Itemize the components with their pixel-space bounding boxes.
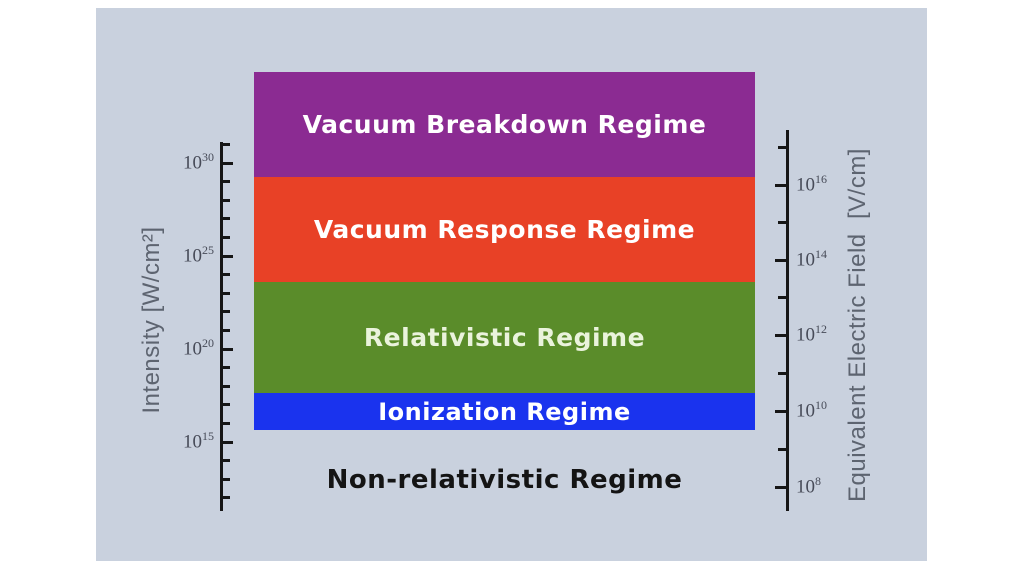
axis-tick-minor — [222, 478, 230, 481]
band-label-vacuum-response: Vacuum Response Regime — [313, 215, 696, 244]
axis-tick-major — [222, 255, 233, 258]
axis-tick-major — [775, 334, 786, 337]
axis-tick-minor — [778, 296, 786, 299]
slide-background: 1030 1025 1020 1015 Intensity [W/cm²] 1016 1… — [96, 8, 927, 561]
band-label-ionization: Ionization Regime — [378, 397, 631, 426]
axis-tick-label: 1010 — [796, 398, 827, 422]
axis-tick-major — [222, 441, 233, 444]
axis-tick-minor — [778, 372, 786, 375]
axis-tick-label: 108 — [796, 474, 821, 498]
axis-tick-major — [222, 348, 233, 351]
axis-tick-minor — [222, 273, 230, 276]
axis-tick-minor — [778, 448, 786, 451]
band-vacuum-breakdown: Vacuum Breakdown Regime — [254, 72, 755, 177]
field-axis-line — [786, 130, 789, 511]
axis-tick-minor — [222, 459, 230, 462]
axis-tick-minor — [222, 199, 230, 202]
axis-tick-minor — [222, 385, 230, 388]
axis-tick-major — [775, 259, 786, 262]
axis-tick-minor — [222, 310, 230, 313]
axis-tick-major — [775, 486, 786, 489]
axis-tick-label: 1014 — [796, 247, 827, 271]
axis-tick-minor — [222, 496, 230, 499]
axis-tick-minor — [222, 180, 230, 183]
band-relativistic: Relativistic Regime — [254, 282, 755, 393]
intensity-axis-line — [220, 142, 223, 511]
axis-tick-major — [222, 162, 233, 165]
axis-tick-minor — [222, 217, 230, 220]
band-label-relativistic: Relativistic Regime — [363, 323, 646, 352]
axis-tick-minor — [222, 143, 230, 146]
axis-tick-minor — [222, 403, 230, 406]
band-label-vacuum-breakdown: Vacuum Breakdown Regime — [302, 110, 707, 139]
field-axis-title: Equivalent Electric Field [V/cm] — [844, 148, 871, 502]
axis-tick-label: 1016 — [796, 172, 827, 196]
band-ionization: Ionization Regime — [254, 393, 755, 430]
axis-tick-label: 1020 — [183, 336, 214, 360]
intensity-axis-title: Intensity [W/cm²] — [138, 226, 165, 414]
axis-tick-major — [775, 184, 786, 187]
axis-tick-minor — [222, 422, 230, 425]
axis-tick-label: 1012 — [796, 322, 827, 346]
band-vacuum-response: Vacuum Response Regime — [254, 177, 755, 282]
axis-tick-minor — [222, 292, 230, 295]
axis-tick-major — [775, 410, 786, 413]
axis-tick-minor — [222, 236, 230, 239]
axis-tick-label: 1025 — [183, 243, 214, 267]
axis-tick-label: 1030 — [183, 150, 214, 174]
axis-tick-minor — [778, 146, 786, 149]
axis-tick-label: 1015 — [183, 429, 214, 453]
axis-tick-minor — [222, 329, 230, 332]
axis-tick-minor — [778, 221, 786, 224]
non-relativistic-label: Non-relativistic Regime — [326, 465, 683, 495]
axis-tick-minor — [222, 366, 230, 369]
